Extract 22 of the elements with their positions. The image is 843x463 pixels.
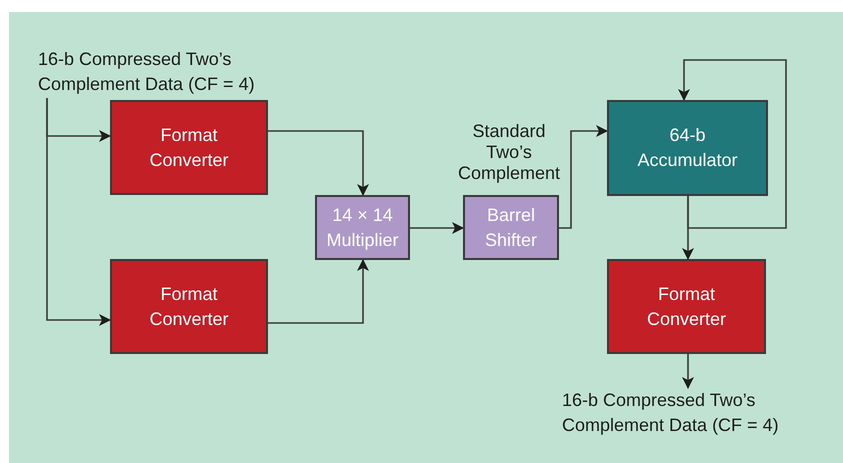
arrow	[682, 196, 694, 260]
arrow	[46, 98, 111, 326]
box-label: Format Converter	[646, 282, 728, 330]
box-label: Format Converter	[148, 124, 230, 172]
arrow	[682, 354, 694, 389]
data-label: 16-b Compressed Two’s Complement Data (CF = 4)	[562, 389, 780, 437]
arrow	[410, 222, 464, 234]
process-box	[607, 100, 768, 196]
data-label: 16-b Compressed Two’s Complement Data (CF = 4)	[38, 48, 256, 96]
process-box	[110, 100, 268, 195]
box-label: Barrel Shifter	[484, 204, 538, 252]
box-label: 64-b Accumulator	[636, 124, 739, 172]
process-box	[463, 195, 559, 260]
arrow	[268, 259, 369, 324]
box-label: 14 × 14 Multiplier	[325, 204, 400, 252]
arrow	[268, 130, 369, 196]
process-box	[315, 195, 410, 260]
box-label: Format Converter	[148, 282, 230, 330]
arrow	[678, 59, 787, 229]
process-box	[607, 259, 766, 354]
process-box	[110, 259, 268, 354]
arrow	[559, 125, 608, 229]
